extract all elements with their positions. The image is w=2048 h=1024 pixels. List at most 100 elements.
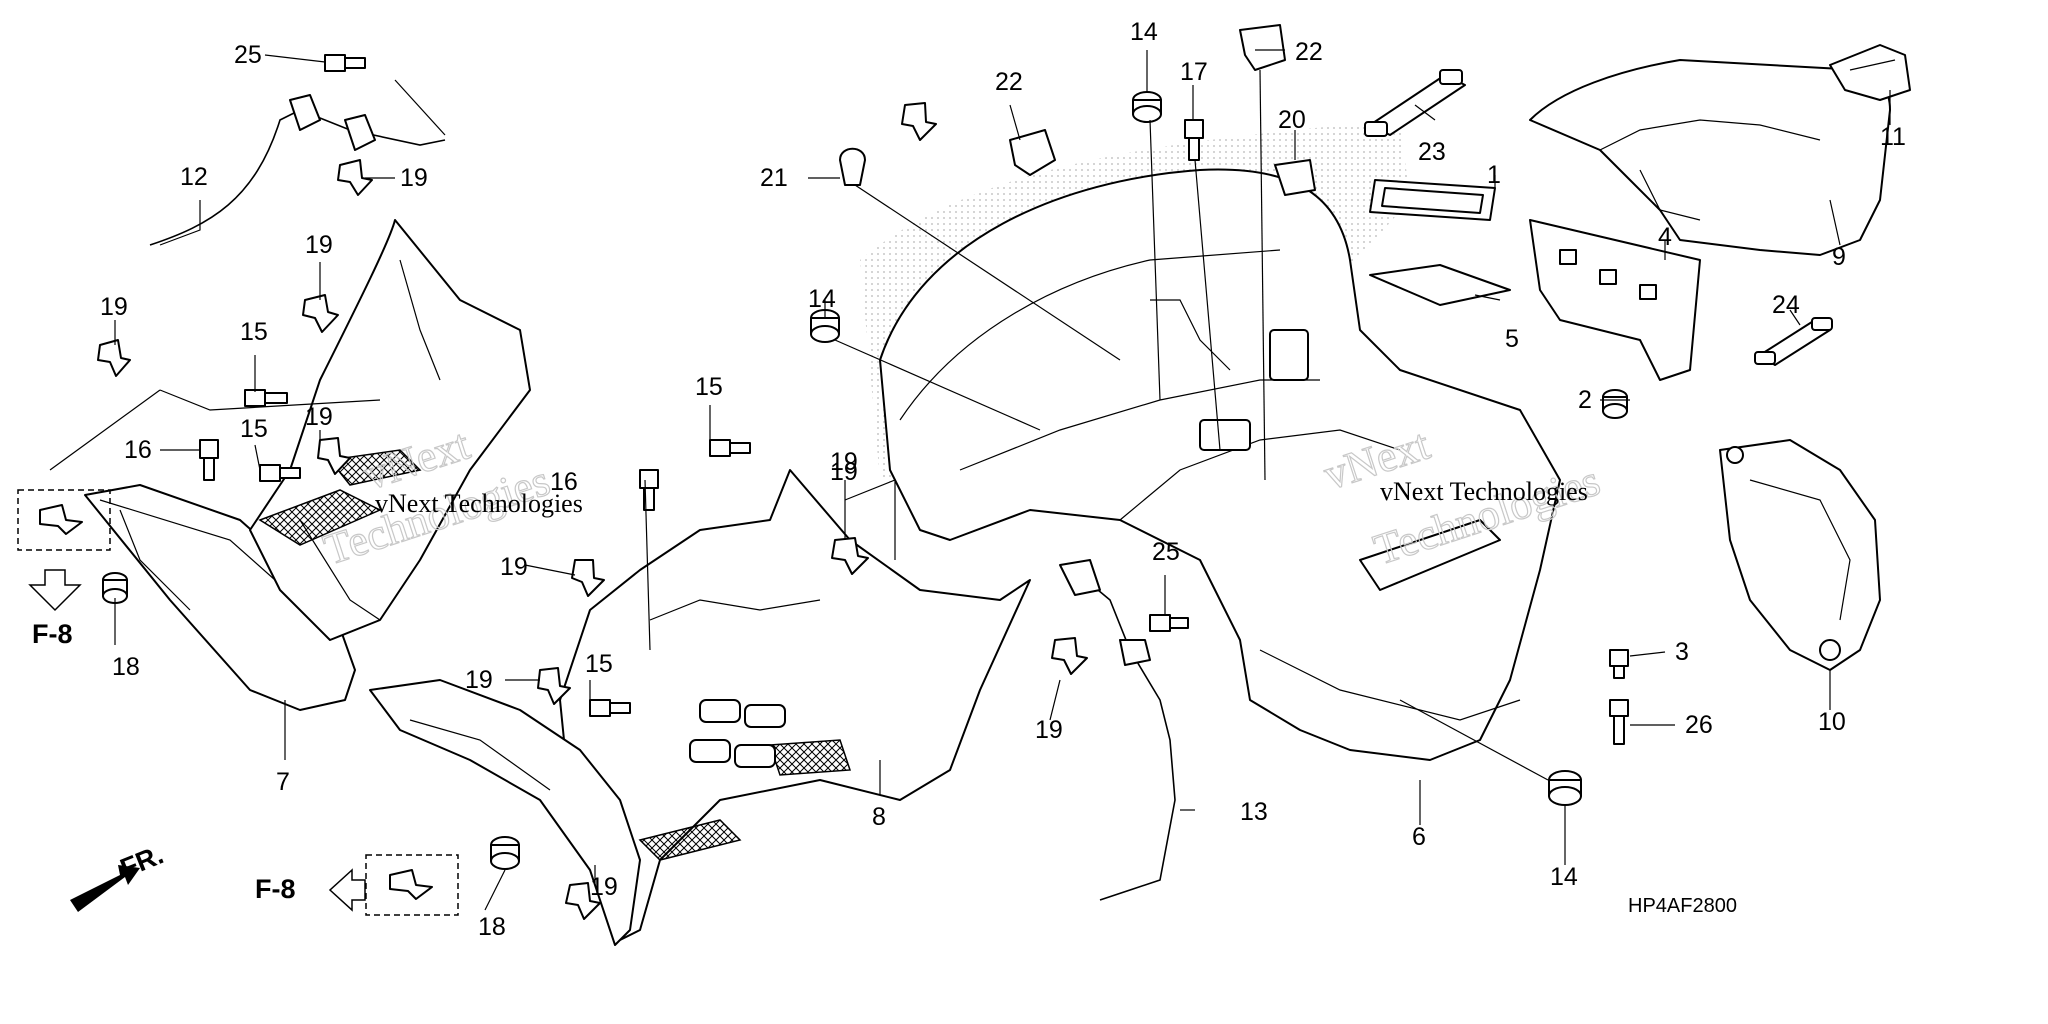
callout-19[interactable]: 19: [400, 164, 428, 192]
callout-25[interactable]: 25: [234, 41, 262, 69]
callout-16[interactable]: 16: [550, 468, 578, 496]
callout-19[interactable]: 19: [305, 231, 333, 259]
hardware-items: [17, 24, 1629, 920]
callout-19[interactable]: 19: [100, 293, 128, 321]
diagram-code: HP4AF2800: [1628, 895, 1737, 917]
svg-text:vNext Technologies: vNext Technologies: [375, 489, 583, 518]
callout-24[interactable]: 24: [1772, 291, 1800, 319]
bolt-icon: [324, 54, 366, 72]
part-1-frame[interactable]: [1369, 179, 1496, 221]
bolt-icon: [244, 389, 288, 407]
callout-19[interactable]: 19: [305, 403, 333, 431]
bolt-icon: [639, 469, 659, 511]
clip-icon: [901, 102, 937, 141]
bolt-icon: [259, 464, 301, 482]
callouts: 25 12 19 19 19 15 16 15 19 18 7 15 16 19…: [100, 18, 1906, 941]
callout-17[interactable]: 17: [1180, 58, 1208, 86]
clip-icon: [39, 504, 83, 535]
part-4-bracket[interactable]: [1529, 219, 1701, 381]
bolt-icon: [199, 439, 219, 481]
clip-icon: [337, 159, 373, 196]
part-6-rear-fender[interactable]: [879, 168, 1561, 761]
part-11-latch[interactable]: [1829, 44, 1911, 101]
callout-19[interactable]: 19: [830, 448, 858, 476]
callout-5[interactable]: 5: [1505, 325, 1519, 353]
bolt-icon: [1149, 614, 1189, 632]
part-13-rod[interactable]: [1059, 559, 1176, 901]
callout-1[interactable]: 1: [1487, 161, 1501, 189]
callout-15[interactable]: 15: [240, 415, 268, 443]
clip-22-icon: [1239, 24, 1286, 71]
callout-25[interactable]: 25: [1152, 538, 1180, 566]
grommet-icon: [490, 836, 520, 870]
callout-4[interactable]: 4: [1658, 223, 1672, 251]
part-left-footwell[interactable]: [249, 219, 531, 641]
callout-21[interactable]: 21: [760, 164, 788, 192]
callout-15[interactable]: 15: [240, 318, 268, 346]
part-23-strap[interactable]: [1364, 69, 1466, 137]
part-24-strap[interactable]: [1754, 317, 1833, 366]
grommet-icon: [1602, 389, 1628, 419]
clip-icon: [97, 339, 131, 377]
callout-19[interactable]: 19: [1035, 716, 1063, 744]
part-5-pad[interactable]: [1369, 264, 1511, 306]
callout-19[interactable]: 19: [465, 666, 493, 694]
callout-9[interactable]: 9: [1832, 243, 1846, 271]
clip-icon: [389, 869, 433, 900]
clip-icon: [317, 437, 351, 475]
callout-13[interactable]: 13: [1240, 798, 1268, 826]
callout-3[interactable]: 3: [1675, 638, 1689, 666]
front-direction-arrow: FR.: [70, 839, 168, 912]
clip-icon: [1051, 637, 1088, 675]
clip-icon: [302, 294, 339, 333]
callout-19[interactable]: 19: [500, 553, 528, 581]
callout-18[interactable]: 18: [112, 653, 140, 681]
callout-23[interactable]: 23: [1418, 138, 1446, 166]
dashed-detail-box-left: [17, 489, 111, 551]
clip-20-icon: [1274, 159, 1316, 196]
callout-19[interactable]: 19: [590, 873, 618, 901]
callout-15[interactable]: 15: [585, 650, 613, 678]
callout-16[interactable]: 16: [124, 436, 152, 464]
svg-text:vNext Technologies: vNext Technologies: [1380, 477, 1588, 506]
bolt-icon: [709, 439, 751, 457]
grommet-icon: [1132, 91, 1162, 123]
ref-arrow-right: F-8: [255, 868, 366, 912]
part-10-housing[interactable]: [1719, 439, 1881, 671]
callout-22[interactable]: 22: [995, 68, 1023, 96]
callout-6[interactable]: 6: [1412, 823, 1426, 851]
callout-20[interactable]: 20: [1278, 106, 1306, 134]
clip-icon: [565, 882, 601, 920]
callout-22[interactable]: 22: [1295, 38, 1323, 66]
callout-14[interactable]: 14: [1550, 863, 1578, 891]
clip-21-icon: [839, 147, 866, 186]
callout-18[interactable]: 18: [478, 913, 506, 941]
callout-12[interactable]: 12: [180, 163, 208, 191]
ref-arrow-left: F-8: [28, 569, 82, 649]
callout-11[interactable]: 11: [1880, 123, 1906, 151]
part-front-flap[interactable]: [369, 679, 641, 946]
ref-label-right: F-8: [255, 874, 296, 904]
ref-label-left: F-8: [32, 619, 73, 649]
bolt-icon: [1609, 649, 1629, 679]
part-12-wire[interactable]: [149, 94, 446, 246]
clip-icon: [571, 559, 605, 597]
callout-14[interactable]: 14: [1130, 18, 1158, 46]
clip-icon: [537, 667, 571, 705]
callout-7[interactable]: 7: [276, 768, 290, 796]
callout-8[interactable]: 8: [872, 803, 886, 831]
bolt-icon: [589, 699, 631, 717]
grommet-icon: [1548, 770, 1582, 806]
callout-14[interactable]: 14: [808, 285, 836, 313]
leader-lines: [49, 49, 1891, 911]
callout-26[interactable]: 26: [1685, 711, 1713, 739]
callout-19[interactable]: 19: [830, 458, 858, 486]
callout-2[interactable]: 2: [1578, 386, 1592, 414]
front-label: FR.: [116, 839, 168, 883]
clip-22-icon: [1009, 129, 1056, 176]
bolt-icon: [1184, 119, 1204, 161]
bolt-icon: [1609, 699, 1629, 745]
callout-10[interactable]: 10: [1818, 708, 1846, 736]
callout-15[interactable]: 15: [695, 373, 723, 401]
